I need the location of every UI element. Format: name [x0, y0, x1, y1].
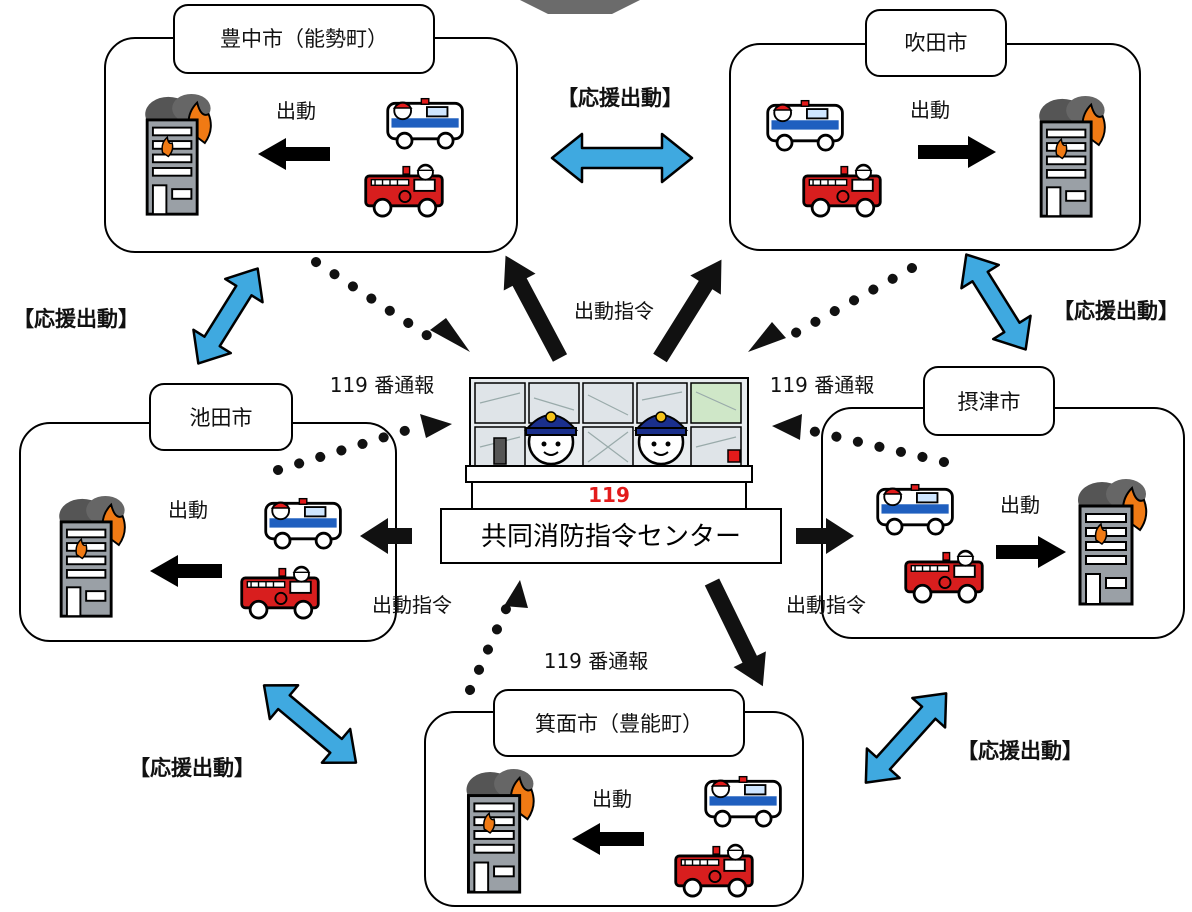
city-name-tag: [173, 4, 435, 74]
city-name-tag: [149, 383, 293, 451]
support-label: 【応援出動】: [129, 756, 255, 780]
dispatch-order-label: 出動指令: [372, 593, 452, 617]
city-name: 箕面市（豊能町）: [535, 712, 703, 736]
support-label: 【応援出動】: [1053, 299, 1179, 323]
center-name: 共同消防指令センター: [481, 522, 741, 552]
dispatch-order-arrows: [360, 255, 854, 687]
center-name-box: [440, 508, 782, 564]
double-arrow-icon: [262, 684, 358, 764]
dispatch-label: 出動: [592, 787, 632, 811]
city-settsu: 摂津市 出動: [821, 366, 1185, 639]
dispatch-order-label: 出動指令: [574, 299, 654, 323]
dispatch-order-label: 出動指令: [786, 593, 866, 617]
report-119-label: 119 番通報: [770, 373, 875, 397]
command-center: 119 共同消防指令センター: [440, 377, 782, 564]
support-arrows: [192, 132, 1032, 784]
double-arrow-icon: [864, 692, 948, 784]
city-name: 池田市: [190, 406, 253, 430]
city-name-tag: [493, 689, 745, 757]
city-name-tag: [923, 366, 1055, 436]
support-label: 【応援出動】: [957, 739, 1083, 763]
support-label: 【応援出動】: [13, 307, 139, 331]
city-minoh: 箕面市（豊能町） 出動: [424, 689, 804, 907]
dispatch-label: 出動: [910, 98, 950, 122]
double-arrow-icon: [192, 267, 264, 365]
report-arrowheads: [420, 318, 802, 608]
report-119-label: 119 番通報: [330, 373, 435, 397]
center-signboard: [471, 481, 747, 511]
city-ikeda: 池田市 出動: [19, 383, 397, 642]
dispatch-label: 出動: [276, 99, 316, 123]
double-arrow-icon: [960, 253, 1032, 351]
dispatch-label: 出動: [1000, 493, 1040, 517]
report-119-label: 119 番通報: [544, 649, 649, 673]
alarm-light-icon: [727, 449, 741, 463]
console-desk: [465, 465, 753, 483]
center-sign-number: 119: [588, 483, 630, 507]
arrow-right-icon: [918, 136, 996, 168]
dispatch-label: 出動: [168, 498, 208, 522]
city-suita: 吹田市 出動: [729, 9, 1141, 251]
arrow-left-icon: [572, 823, 644, 855]
double-arrow-icon: [550, 132, 694, 184]
city-name: 吹田市: [905, 31, 968, 55]
radio-icon: [493, 437, 507, 465]
arrow-right-icon: [996, 536, 1066, 568]
arrow-left-icon: [150, 555, 222, 587]
city-name: 豊中市（能勢町）: [220, 27, 388, 51]
support-label: 【応援出動】: [557, 86, 683, 110]
arrow-left-icon: [258, 138, 330, 170]
city-name-tag: [865, 9, 1007, 77]
city-name: 摂津市: [958, 390, 1021, 414]
city-toyonaka: 豊中市（能勢町） 出動: [104, 4, 518, 253]
top-fragment: [520, 0, 640, 14]
report-dotted-paths: [273, 257, 949, 695]
